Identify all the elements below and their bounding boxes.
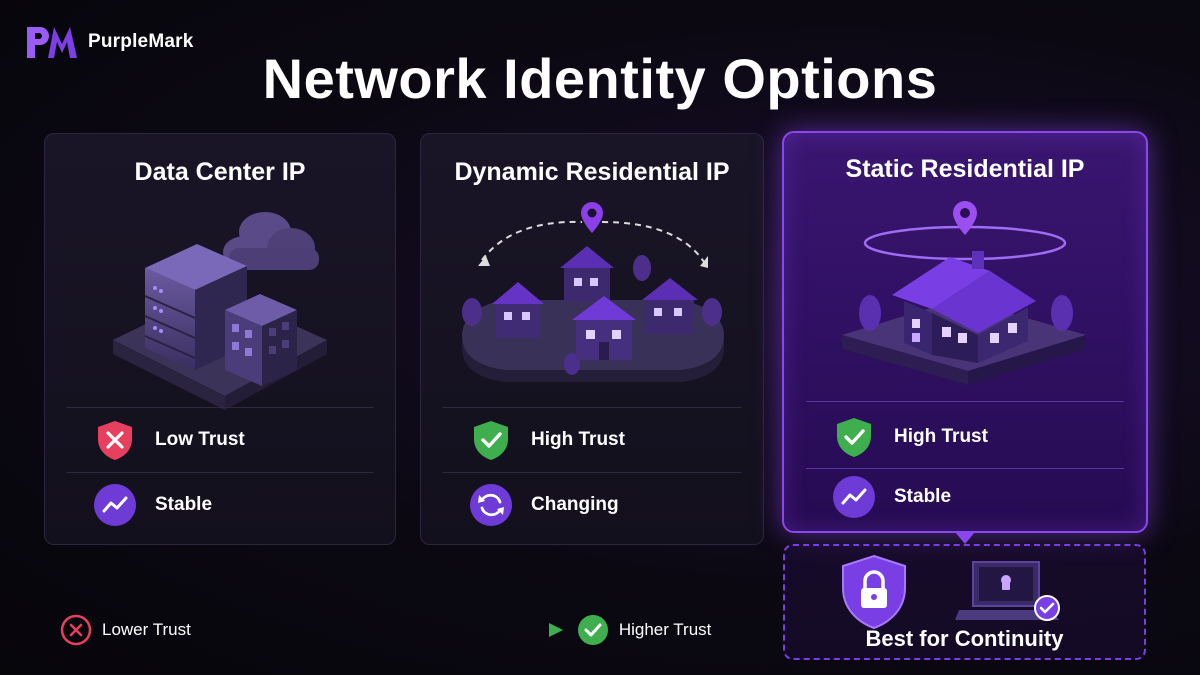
attribute-row: Stable — [93, 483, 212, 527]
card-static-residential-ip: Static Residential IP — [782, 131, 1148, 533]
divider — [806, 468, 1124, 469]
attribute-label: High Trust — [894, 426, 988, 447]
attribute-row: Stable — [832, 475, 951, 519]
attribute-label: Stable — [894, 486, 952, 507]
attribute-row: High Trust — [832, 415, 988, 459]
brand-name: PurpleMark — [88, 31, 194, 52]
legend-lower-trust: Lower Trust — [60, 614, 191, 646]
trust-legend: Lower Trust Higher Trust — [60, 614, 711, 646]
best-for-continuity-label: Best for Continuity — [865, 626, 1064, 651]
card-dynamic-residential-ip: Dynamic Residential IP — [420, 133, 764, 545]
trend-line-icon — [832, 475, 876, 519]
card-data-center-ip: Data Center IP — [44, 133, 396, 545]
best-for-continuity-callout: Best for Continuity — [783, 544, 1146, 660]
divider — [443, 407, 741, 408]
divider — [443, 472, 741, 473]
check-circle-icon — [577, 615, 608, 645]
neighborhood-houses-icon — [421, 200, 763, 530]
divider — [806, 401, 1124, 402]
callout-pointer — [955, 532, 975, 544]
attribute-label: High Trust — [531, 429, 625, 450]
card-title: Static Residential IP — [845, 155, 1085, 183]
trend-line-icon — [93, 483, 137, 527]
x-circle-icon — [60, 614, 92, 646]
trust-gradient-arrow — [206, 623, 563, 637]
divider — [67, 472, 373, 473]
attribute-row: Changing — [469, 483, 619, 527]
attribute-label: Stable — [155, 494, 213, 515]
page-title: Network Identity Options — [262, 47, 938, 110]
brand: PurpleMark — [24, 24, 193, 60]
shield-check-icon — [469, 418, 513, 462]
pm-monogram-logo — [27, 27, 77, 58]
attribute-row: High Trust — [469, 418, 625, 462]
refresh-cycle-icon — [469, 483, 513, 527]
legend-higher-trust: Higher Trust — [577, 614, 712, 646]
laptop-secure-icon — [955, 561, 1060, 621]
attribute-row: Low Trust — [93, 418, 245, 462]
lock-shield-icon — [842, 554, 906, 630]
divider — [67, 407, 373, 408]
card-title: Data Center IP — [134, 158, 306, 186]
legend-lower-trust-label: Lower Trust — [102, 620, 191, 639]
legend-higher-trust-label: Higher Trust — [618, 620, 712, 639]
attribute-label: Changing — [531, 494, 619, 515]
card-title: Dynamic Residential IP — [454, 158, 730, 186]
shield-check-icon — [832, 415, 876, 459]
shield-x-icon — [93, 418, 137, 462]
data-center-server-icon — [45, 200, 395, 530]
attribute-label: Low Trust — [155, 429, 245, 450]
single-house-pin-icon — [784, 195, 1146, 525]
